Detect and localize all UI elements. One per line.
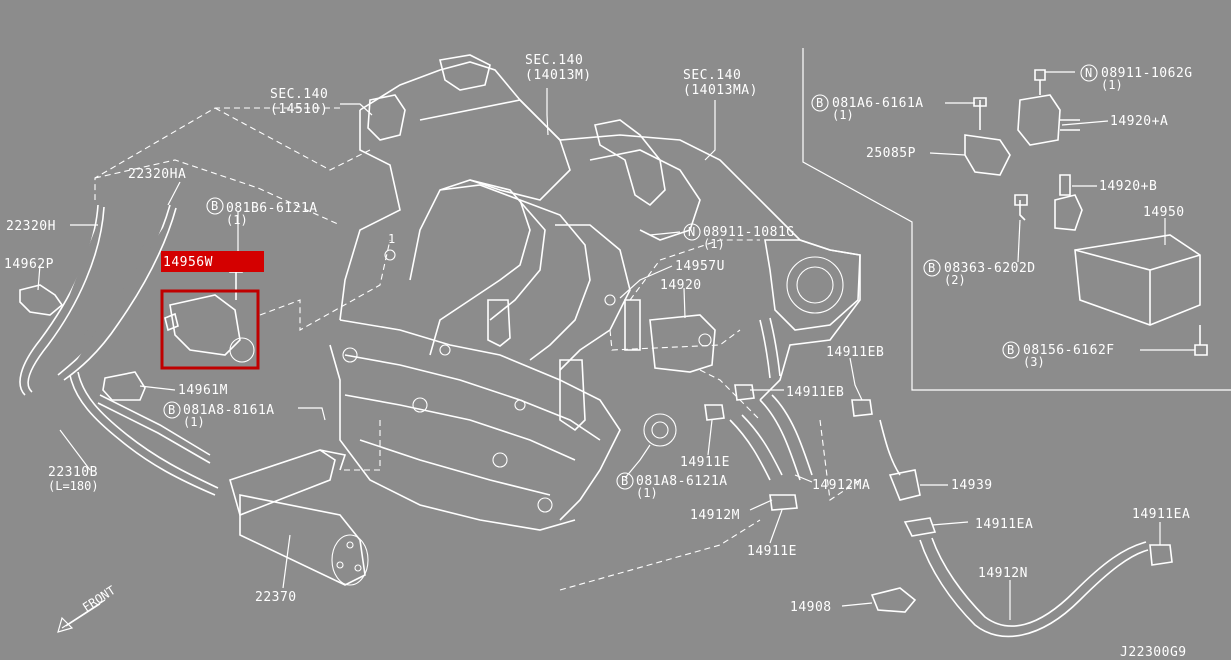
label-14908: 14908 <box>790 600 832 615</box>
label-22320h: 22320H <box>6 219 56 234</box>
dashed-ref-line-i <box>559 519 761 591</box>
label-081a8-8161a-qty: (1) <box>183 415 205 429</box>
label-25085p: 25085P <box>866 146 916 161</box>
dashed-ref-line-e <box>340 420 381 471</box>
label-08156-6162f: 08156-6162F <box>1023 343 1115 358</box>
label-081b6-qty: (1) <box>226 213 248 227</box>
label-sec140-ref-14013ma: (14013MA) <box>683 83 758 98</box>
label-sec140-ref-14510: (14510) <box>270 102 328 117</box>
label-14961m: 14961M <box>178 383 228 398</box>
label-22310b-note: (L=180) <box>48 479 99 493</box>
front-arrow-icon <box>57 599 106 633</box>
label-08156-6162f-qty: (3) <box>1023 355 1045 369</box>
label-14912ma: 14912MA <box>812 478 870 493</box>
dashed-ref-line-j <box>819 419 861 501</box>
label-14939: 14939 <box>951 478 993 493</box>
label-14957u: 14957U <box>675 259 725 274</box>
label-08911-1081g: 08911-1081G <box>703 225 795 240</box>
dashed-ref-line-f <box>629 239 760 301</box>
dashed-ref-line-d <box>259 239 391 331</box>
dashed-ref-line-c <box>94 159 341 226</box>
label-081a8-6121a: 081A8-6121A <box>636 474 728 489</box>
label-sec140-title-b: SEC.140 <box>525 53 583 68</box>
label-081a6-6161a-qty: (1) <box>832 108 854 122</box>
badge-b-081a8-6121: B <box>621 474 628 488</box>
label-08911-1081g-qty: (1) <box>703 237 725 251</box>
label-14920a: 14920+A <box>1110 114 1168 129</box>
label-14911e-b: 14911E <box>747 544 797 559</box>
highlight-label-bg <box>161 251 264 272</box>
label-22310b: 22310B <box>48 465 98 480</box>
badge-b-08156: B <box>1007 343 1014 357</box>
label-14911eb-a: 14911EB <box>826 345 884 360</box>
dashed-ref-line-a <box>94 107 340 200</box>
badge-b-081a6: B <box>816 96 823 110</box>
label-14920b: 14920+B <box>1099 179 1157 194</box>
lower-hoses <box>704 317 1173 638</box>
label-14920: 14920 <box>660 278 702 293</box>
badge-n-08911-1062: N <box>1085 66 1092 80</box>
label-08911-1062g-qty: (1) <box>1101 78 1123 92</box>
label-14912n: 14912N <box>978 566 1028 581</box>
inset-parts <box>964 69 1208 356</box>
label-14962p: 14962P <box>4 257 54 272</box>
solenoid-valve-14920 <box>624 299 716 373</box>
label-081b6-6121a: 081B6-6121A <box>226 201 318 216</box>
label-22370: 22370 <box>255 590 297 605</box>
label-14911ea-b: 14911EA <box>1132 507 1190 522</box>
highlight-box <box>160 289 260 370</box>
label-081a8-8161a: 081A8-8161A <box>183 403 275 418</box>
label-14956w: 14956W <box>163 255 213 270</box>
label-08911-1062g: 08911-1062G <box>1101 66 1193 81</box>
label-14911ea-a: 14911EA <box>975 517 1033 532</box>
drawing-number: J22300G9 <box>1120 645 1187 660</box>
label-14911e-a: 14911E <box>680 455 730 470</box>
intake-manifold <box>329 54 861 531</box>
highlighted-part-14956w <box>164 261 255 363</box>
badge-markers <box>163 64 1098 490</box>
label-081a6-6161a: 081A6-6161A <box>832 96 924 111</box>
label-081a8-6121a-qty: (1) <box>636 486 658 500</box>
label-14950: 14950 <box>1143 205 1185 220</box>
label-08363-6202d: 08363-6202D <box>944 261 1036 276</box>
badge-b-081b6: B <box>211 199 218 213</box>
label-ref-1: 1 <box>388 232 395 246</box>
label-sec140-title-a: SEC.140 <box>270 87 328 102</box>
leader-lines <box>37 71 1195 620</box>
label-sec140-ref-14013m: (14013M) <box>525 68 592 83</box>
badge-b-08363: B <box>928 261 935 275</box>
left-hoses <box>19 204 219 496</box>
dashed-ref-line-g <box>609 329 741 351</box>
label-front: FRONT <box>80 583 118 614</box>
label-22320ha: 22320HA <box>128 167 186 182</box>
label-14911eb-b: 14911EB <box>786 385 844 400</box>
canister-22370 <box>229 449 369 586</box>
badge-n-08911-1081: N <box>688 225 695 239</box>
inset-panel-border <box>802 48 1231 391</box>
badge-b-081a8-8161: B <box>168 403 175 417</box>
dashed-ref-line-b <box>214 107 371 171</box>
dashed-ref-line-h <box>699 369 761 421</box>
label-14912m: 14912M <box>690 508 740 523</box>
label-08363-6202d-qty: (2) <box>944 273 966 287</box>
label-sec140-title-c: SEC.140 <box>683 68 741 83</box>
